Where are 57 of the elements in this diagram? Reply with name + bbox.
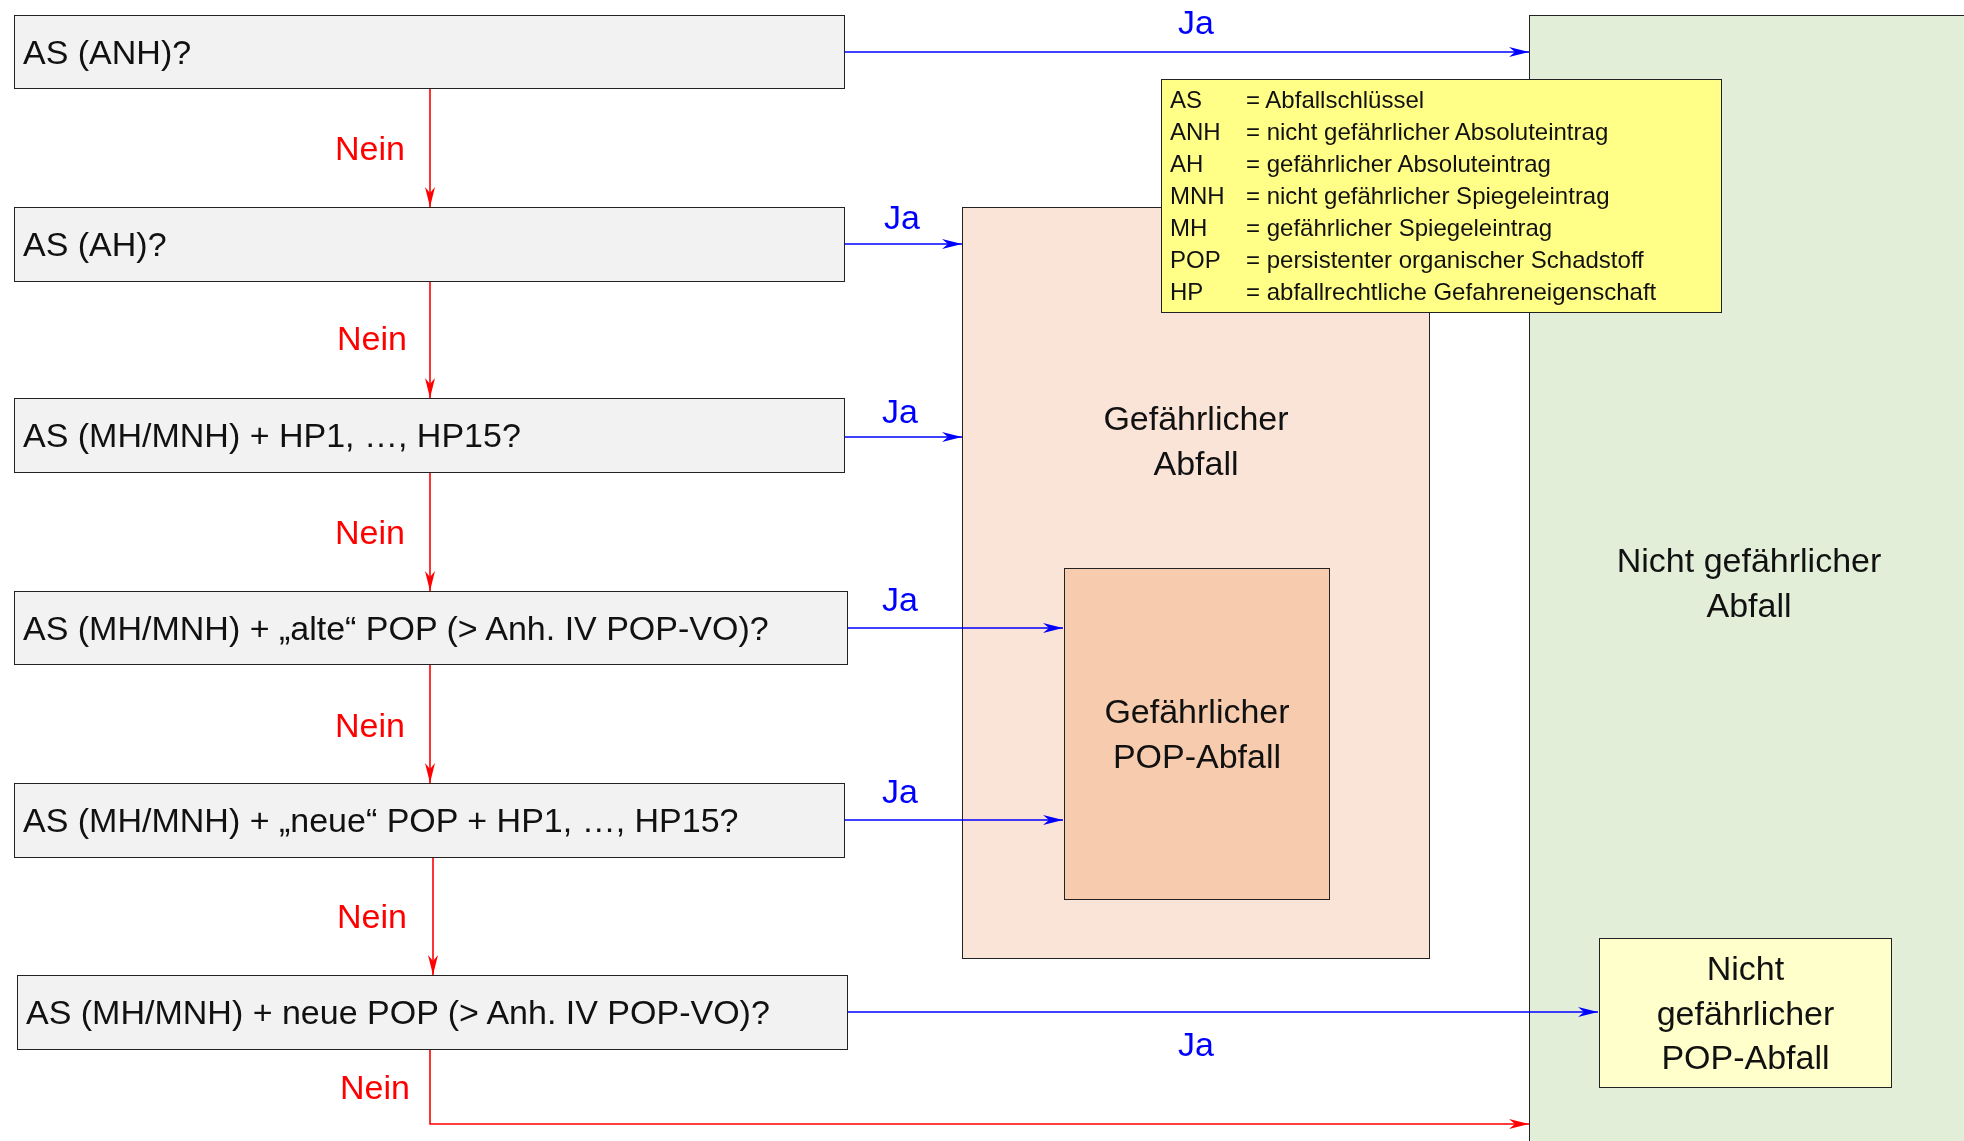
category-box — [1599, 938, 1892, 1088]
category-label: Gefährlicher POP-Abfall — [1103, 691, 1291, 777]
arrow — [425, 281, 435, 399]
edge-label: Ja — [884, 197, 920, 237]
arrow — [429, 1049, 1530, 1129]
arrow — [844, 239, 963, 249]
abbreviation: MNH — [1170, 181, 1226, 211]
arrow — [844, 47, 1530, 57]
category-box — [1064, 568, 1330, 900]
category-label: Gefährlicher Abfall — [1102, 398, 1290, 484]
edge-label: Nein — [337, 318, 407, 358]
edge-label: Nein — [337, 896, 407, 936]
arrow — [844, 815, 1064, 825]
abbreviation: HP — [1170, 277, 1205, 307]
question-text: AS (MH/MNH) + „alte“ POP (> Anh. IV POP-VO)? — [23, 607, 769, 649]
edge-label: Nein — [335, 512, 405, 552]
arrow — [425, 664, 435, 784]
question-text: AS (MH/MNH) + HP1, …, HP15? — [23, 415, 521, 457]
edge-label: Nein — [340, 1067, 410, 1107]
abbreviation-definition: = gefährlicher Absoluteintrag — [1246, 149, 1552, 179]
edge-label: Ja — [882, 771, 918, 811]
decision-box — [14, 591, 848, 665]
decision-box — [14, 15, 845, 89]
category-label: Nicht gefährlicher Abfall — [1615, 540, 1883, 626]
abbreviation-definition: = Abfallschlüssel — [1246, 85, 1426, 115]
abbreviation: AH — [1170, 149, 1205, 179]
abbreviation-legend-box — [1161, 79, 1722, 313]
decision-box — [14, 398, 845, 473]
decision-box — [14, 207, 845, 282]
category-label: Nicht gefährlicher POP-Abfall — [1655, 947, 1836, 1079]
arrow — [425, 472, 435, 592]
decision-box — [17, 975, 848, 1050]
question-text: AS (MH/MNH) + „neue“ POP + HP1, …, HP15? — [23, 800, 739, 842]
arrow — [428, 857, 438, 976]
question-text: AS (ANH)? — [23, 31, 192, 73]
edge-label: Ja — [1178, 1024, 1214, 1064]
abbreviation-definition: = nicht gefährlicher Spiegeleintrag — [1246, 181, 1611, 211]
question-text: AS (AH)? — [23, 224, 167, 266]
arrow — [425, 88, 435, 208]
arrow — [847, 1007, 1599, 1017]
arrow — [844, 432, 963, 442]
question-text: AS (MH/MNH) + neue POP (> Anh. IV POP-VO)? — [26, 992, 770, 1034]
abbreviation-definition: = nicht gefährlicher Absoluteintrag — [1246, 117, 1610, 147]
abbreviation: ANH — [1170, 117, 1222, 147]
decision-box — [14, 783, 845, 858]
abbreviation-definition: = gefährlicher Spiegeleintrag — [1246, 213, 1554, 243]
edge-label: Nein — [335, 705, 405, 745]
abbreviation: AS — [1170, 85, 1203, 115]
edge-label: Ja — [882, 579, 918, 619]
edge-label: Ja — [882, 391, 918, 431]
edge-label: Ja — [1178, 2, 1214, 42]
arrow — [847, 623, 1064, 633]
edge-label: Nein — [335, 128, 405, 168]
abbreviation-definition: = abfallrechtliche Gefahreneigenschaft — [1246, 277, 1657, 307]
abbreviation-definition: = persistenter organischer Schadstoff — [1246, 245, 1645, 275]
abbreviation: POP — [1170, 245, 1222, 275]
abbreviation: MH — [1170, 213, 1209, 243]
